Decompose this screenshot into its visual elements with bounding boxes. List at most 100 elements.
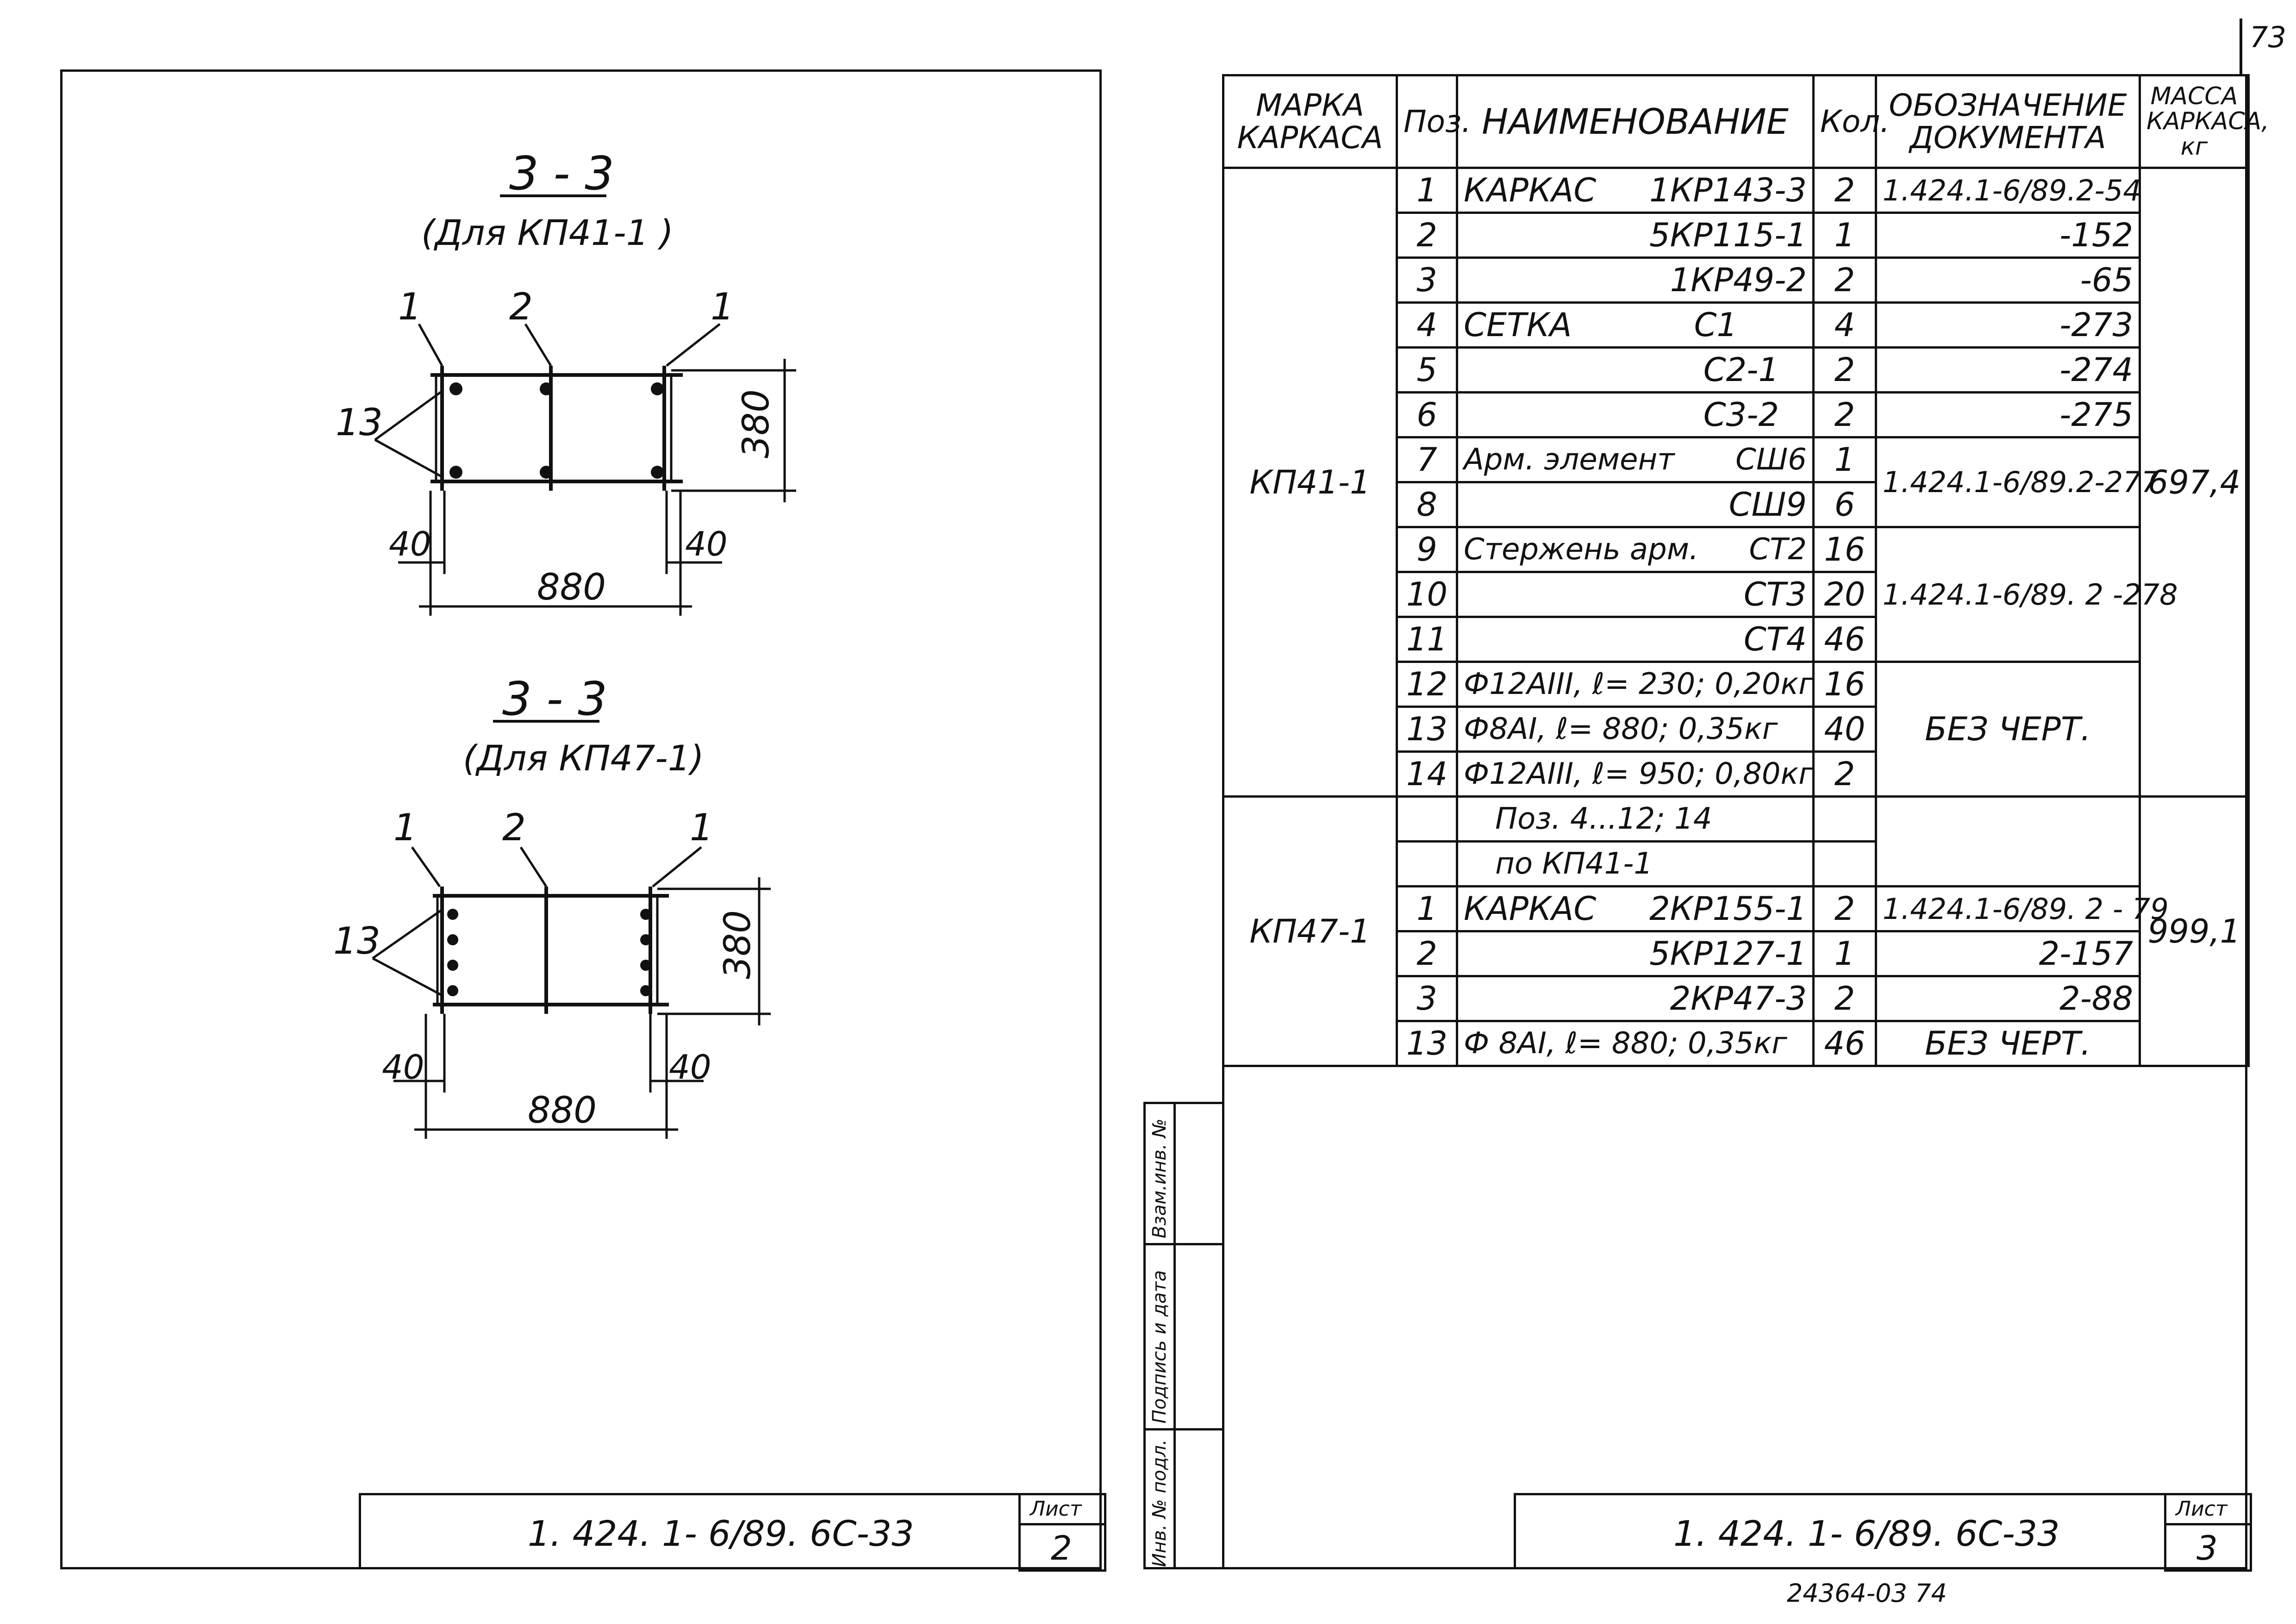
cell-pos: 3: [1396, 975, 1458, 1022]
page-number: 73: [2250, 20, 2286, 54]
name-right: СТ4: [1743, 620, 1807, 658]
bottom-stamp: 24364-03 74: [1787, 1579, 1947, 1608]
cell-name: КАРКАС 2КР155-1: [1456, 885, 1815, 932]
side-stamp-rule-2: [1146, 1428, 1222, 1430]
cell-qty: 1: [1812, 212, 1877, 259]
table-row: 14 Ф12АIII, ℓ= 950; 0,80кг 2: [1223, 750, 2249, 798]
cell-pos: 13: [1396, 1020, 1458, 1067]
dim-edge-left-b: 40: [382, 1048, 424, 1087]
cell-qty-empty: [1812, 795, 1877, 843]
table-row: 9 Стержень арм.СТ2 16 1.424.1-6/89. 2 -2…: [1223, 526, 2249, 663]
name-right: С3-2: [1703, 396, 1779, 434]
left-title-block: 1. 424. 1- 6/89. 6С-33 Лист 2: [359, 1493, 1106, 1572]
cell-pos-empty: [1396, 840, 1458, 887]
group2-mass: 999,1: [2139, 795, 2250, 1067]
name-left: СЕТКА: [1464, 306, 1572, 344]
cell-doc: БЕЗ ЧЕРТ.: [1875, 1020, 2141, 1067]
cell-name: С2-1: [1456, 346, 1815, 394]
cell-pos: 7: [1396, 436, 1458, 483]
cell-qty: 16: [1812, 661, 1877, 708]
page-number-rule: [2240, 19, 2242, 74]
pos2-label-b: 2: [502, 806, 526, 849]
section1-title-underline: [500, 194, 606, 197]
side-stamp-col1: Инв. № подл.: [1149, 1439, 1170, 1567]
table-row: 13 Ф 8АI, ℓ= 880; 0,35кг 46 БЕЗ ЧЕРТ.: [1223, 1020, 2249, 1067]
table-row: 2 5КР127-1 1 2-157: [1223, 930, 2249, 977]
section1-labels: 1 2 1 13 380 40 40 880: [336, 285, 777, 608]
name-left: КАРКАС: [1464, 890, 1597, 928]
name-left: Ф 8АI, ℓ= 880; 0,35кг: [1464, 1026, 1787, 1061]
name-right: С2-1: [1703, 351, 1779, 389]
pos1-label-d: 1: [690, 806, 713, 849]
table-row: 6 С3-2 2 -275: [1223, 391, 2249, 438]
cell-pos: 10: [1396, 571, 1458, 618]
side-stamp-col2: Подпись и дата: [1149, 1270, 1170, 1424]
cell-name: СЕТКА С1: [1456, 301, 1815, 349]
name-right: СШ6: [1735, 443, 1807, 477]
section1-drawing: 1 2 1 13 380 40 40 880: [336, 285, 796, 616]
section2-title: 3 - 3: [502, 672, 607, 726]
cell-doc: -274: [1875, 346, 2141, 394]
section2-drawing: 1 2 1 13 380 40 40 880: [333, 806, 771, 1139]
name-left: КАРКАС: [1464, 171, 1597, 209]
cell-name: 1КР49-2: [1456, 256, 1815, 304]
name-right: СШ9: [1728, 486, 1807, 524]
name-right: 2КР155-1: [1649, 890, 1807, 928]
cell-doc-empty: [1875, 795, 2141, 887]
cell-qty: 2: [1812, 256, 1877, 304]
cell-qty: 2: [1812, 391, 1877, 438]
right-doc-code: 1. 424. 1- 6/89. 6С-33: [1673, 1513, 2060, 1554]
cell-name: СТ3: [1456, 571, 1815, 618]
cell-qty: 2: [1812, 167, 1877, 214]
dim-height-a: 380: [736, 389, 777, 458]
cell-pos: 2: [1396, 212, 1458, 259]
dim-edge-left-a: 40: [389, 525, 431, 563]
section2-subtitle: (Для КП47-1): [463, 737, 704, 779]
pos1-label-b: 1: [711, 285, 734, 328]
cell-name: С3-2: [1456, 391, 1815, 438]
cell-doc: 2-88: [1875, 975, 2141, 1022]
cell-qty: 2: [1812, 975, 1877, 1022]
name-right: С1: [1694, 306, 1737, 344]
side-stamp-rule-1: [1146, 1243, 1222, 1245]
cell-pos: 4: [1396, 301, 1458, 349]
pos13-label-b: 13: [333, 919, 381, 962]
right-title-block: 1. 424. 1- 6/89. 6С-33 Лист 3: [1514, 1493, 2252, 1572]
cell-name: Ф8АI, ℓ= 880; 0,35кг: [1456, 706, 1815, 753]
cell-pos: 3: [1396, 256, 1458, 304]
table-row: 3 2КР47-3 2 2-88: [1223, 975, 2249, 1022]
cell-qty: 16: [1812, 526, 1877, 573]
table-row: 5 С2-1 2 -274: [1223, 346, 2249, 394]
spec-table: МАРКА КАРКАСА Поз. НАИМЕНОВАНИЕ Кол. ОБО…: [1222, 74, 2269, 1067]
table-row: КП47-1 Поз. 4...12; 14 999,1: [1222, 795, 2250, 1067]
section1-subtitle: (Для КП41-1 ): [421, 212, 674, 253]
name-right: 5КР127-1: [1649, 935, 1807, 973]
cell-name: Ф12АIII, ℓ= 950; 0,80кг: [1456, 750, 1815, 798]
left-sheet-cell: Лист 2: [1018, 1493, 1106, 1572]
dim-edge-right-b: 40: [669, 1048, 711, 1087]
section1-title: 3 - 3: [509, 146, 614, 200]
header-mark: МАРКА КАРКАСА: [1222, 74, 1398, 169]
cell-pos: 1: [1396, 167, 1458, 214]
spec-header-row: МАРКА КАРКАСА Поз. НАИМЕНОВАНИЕ Кол. ОБО…: [1222, 74, 2269, 169]
pos1-label-c: 1: [393, 806, 417, 849]
cell-name: КАРКАС 1КР143-3: [1456, 167, 1815, 214]
cell-qty: 46: [1812, 616, 1877, 663]
group2-mark: КП47-1: [1222, 795, 1398, 1067]
cell-doc: -152: [1875, 212, 2141, 259]
left-sheet-number: 2: [1051, 1529, 1072, 1568]
name-right: 1КР143-3: [1649, 171, 1807, 209]
cell-qty: 46: [1812, 1020, 1877, 1067]
group2-note-1: Поз. 4...12; 14: [1456, 795, 1815, 843]
table-row: 3 1КР49-2 2 -65: [1223, 256, 2249, 304]
section2-labels: 1 2 1 13 380 40 40 880: [333, 806, 759, 1131]
cell-qty-empty: [1812, 840, 1877, 887]
cell-doc: -273: [1875, 301, 2141, 349]
header-pos: Поз.: [1396, 74, 1471, 169]
cell-doc: 1.424.1-6/89. 2 - 79: [1875, 885, 2169, 932]
cell-doc: -65: [1875, 256, 2141, 304]
